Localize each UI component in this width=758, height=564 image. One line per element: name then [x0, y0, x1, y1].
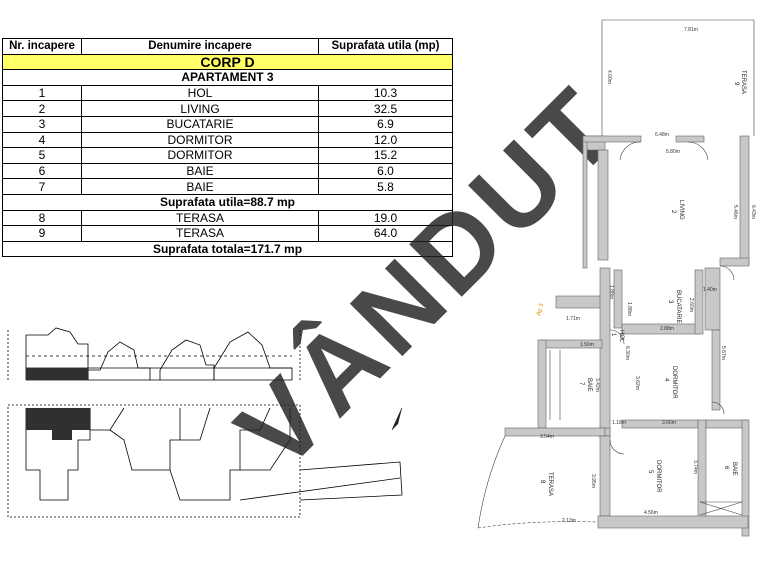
- cell-name: DORMITOR: [81, 147, 319, 164]
- rooms-table: Nr. incapere Denumire incapere Suprafata…: [2, 38, 453, 258]
- dim-label: 3.74m: [692, 460, 698, 474]
- dim-label: 3.42m: [594, 378, 600, 392]
- label-living: LIVING: [678, 200, 684, 220]
- label-dormitor-5: DORMITOR: [655, 460, 661, 493]
- room-labels: TERASA 9 LIVING 2 BUCATARIE 3 HOL 1 DORM…: [536, 70, 746, 496]
- label-number-2: 2: [670, 210, 676, 214]
- dim-label: 3.66m: [662, 420, 676, 426]
- cell-name: BAIE: [81, 162, 319, 180]
- dim-label: 2.13m: [562, 518, 576, 524]
- dim-label: 1.56m: [580, 342, 594, 348]
- dim-label: 2.88m: [660, 326, 674, 332]
- dim-label: 1.88m: [626, 302, 632, 316]
- label-apartment: Ap 3: [536, 302, 545, 316]
- cell-area: 19.0: [318, 209, 453, 227]
- label-number-1: 1: [610, 333, 616, 337]
- label-number-7: 7: [578, 382, 584, 386]
- label-number-8: 8: [539, 480, 545, 484]
- label-number-5: 5: [647, 470, 653, 474]
- label-number-3: 3: [667, 300, 673, 304]
- label-number-9: 9: [733, 82, 739, 86]
- label-bucatarie: BUCATARIE: [675, 290, 681, 323]
- dim-label: 6.48m: [655, 132, 669, 138]
- label-terasa-8: TERASA: [547, 472, 553, 496]
- cell-name: DORMITOR: [81, 131, 319, 149]
- dim-label: 1.40m: [703, 287, 717, 293]
- label-baie-6: BAIE: [731, 462, 737, 476]
- cell-area: 5.8: [318, 178, 453, 195]
- dim-label: 6.43m: [750, 205, 756, 219]
- dim-label: 7.81m: [684, 27, 698, 33]
- dim-label: 4.56m: [644, 510, 658, 516]
- dim-label: 1.71m: [566, 316, 580, 322]
- cell-name: LIVING: [81, 100, 319, 117]
- label-terasa-9: TERASA: [740, 70, 746, 94]
- dim-label: 1.88m: [608, 285, 614, 299]
- cell-name: BAIE: [81, 178, 319, 195]
- cell-area: 10.3: [318, 84, 453, 102]
- cell-area: 64.0: [318, 225, 453, 242]
- dim-label: 2.60m: [688, 298, 694, 312]
- grand-total: Suprafata totala=171.7 mp: [2, 240, 453, 258]
- label-number-4: 4: [663, 378, 669, 382]
- dimension-labels: 7.81m 4.00m 6.48m 5.80m 5.46m 6.43m 1.40…: [540, 27, 756, 524]
- label-number-6: 6: [723, 466, 729, 470]
- cell-name: TERASA: [81, 225, 319, 242]
- label-hol: HOL: [618, 330, 624, 343]
- dim-label: 4.00m: [606, 70, 612, 84]
- dim-label: 3.62m: [634, 376, 640, 390]
- dim-label: 3.95m: [590, 474, 596, 488]
- dim-label: 1.18m: [612, 420, 626, 426]
- cell-area: 15.2: [318, 147, 453, 164]
- label-baie-7: BAIE: [586, 378, 592, 392]
- dim-label: 6.30m: [624, 346, 630, 360]
- dim-label: 5.46m: [732, 205, 738, 219]
- dim-label: 3.54m: [540, 434, 554, 440]
- label-dormitor-4: DORMITOR: [671, 366, 677, 399]
- dim-label: 5.67m: [720, 346, 726, 360]
- dim-label: 5.80m: [666, 149, 680, 155]
